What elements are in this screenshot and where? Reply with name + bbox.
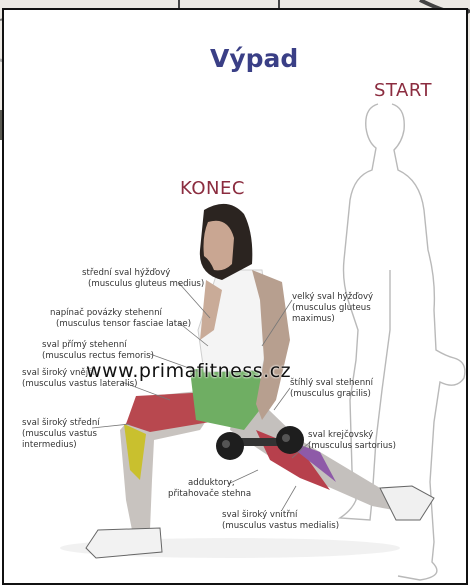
label-line: velký sval hýžďový	[292, 292, 373, 303]
label-line: (musculus vastus medialis)	[222, 521, 339, 532]
label-line: (musculus gracilis)	[290, 389, 373, 400]
label-line: přitahovače stehna	[168, 489, 251, 500]
label-line: sval široký vnitřní	[222, 510, 339, 521]
label-line: sval široký střední	[22, 418, 100, 429]
label-line: střední sval hýžďový	[82, 268, 204, 279]
head	[200, 204, 252, 280]
label-line: napínač povázky stehenní	[50, 308, 191, 319]
label-adductors: adduktory, přitahovače stehna	[168, 478, 251, 500]
label-line: (musculus gluteus	[292, 303, 373, 314]
label-line: adduktory,	[168, 478, 251, 489]
label-line: štíhlý sval stehenní	[290, 378, 373, 389]
label-vastus-medialis: sval široký vnitřní (musculus vastus med…	[222, 510, 339, 532]
label-rectus-femoris: sval přímý stehenní (musculus rectus fem…	[42, 340, 154, 362]
label-line: (musculus gluteus medius)	[82, 279, 204, 290]
label-line: sval přímý stehenní	[42, 340, 154, 351]
label-vastus-intermedius: sval široký střední (musculus vastus int…	[22, 418, 100, 451]
label-gluteus-medius: střední sval hýžďový (musculus gluteus m…	[82, 268, 204, 290]
label-gracilis: štíhlý sval stehenní (musculus gracilis)	[290, 378, 373, 400]
label-line: (musculus vastus	[22, 429, 100, 440]
label-tensor-fasciae-latae: napínač povázky stehenní (musculus tenso…	[50, 308, 191, 330]
watermark: www.primafitness.cz	[86, 360, 291, 382]
label-line: (musculus tensor fasciae latae)	[50, 319, 191, 330]
label-gluteus-maximus: velký sval hýžďový (musculus gluteus max…	[292, 292, 373, 325]
label-line: (musculus sartorius)	[308, 441, 396, 452]
label-line: intermedius)	[22, 440, 100, 451]
label-line: sval krejčovský	[308, 430, 396, 441]
label-line: maximus)	[292, 314, 373, 325]
label-sartorius: sval krejčovský (musculus sartorius)	[308, 430, 396, 452]
